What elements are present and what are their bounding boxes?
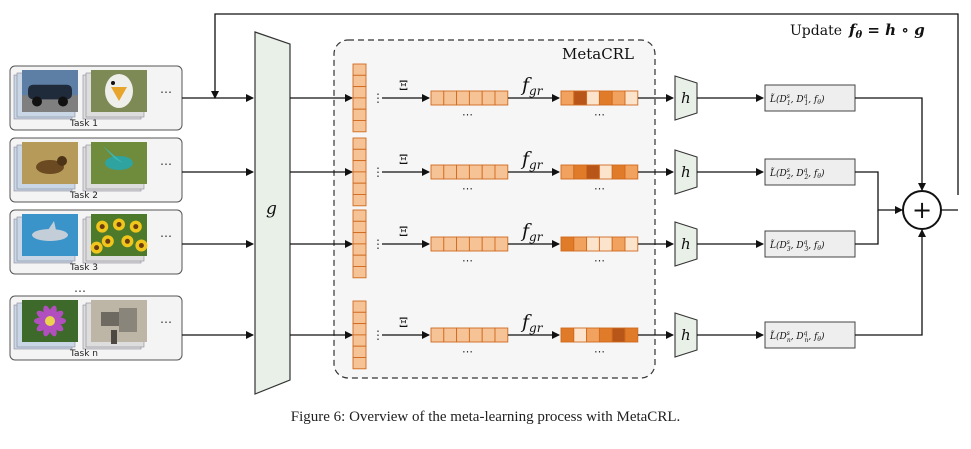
representation-row [430, 236, 509, 252]
representation-column [352, 137, 367, 207]
representation-column [352, 209, 367, 279]
metacrl-label: MetaCRL [562, 45, 634, 63]
xi-label: Ξ [399, 225, 408, 240]
masked-representation [560, 236, 639, 252]
sum-plus-sign: + [912, 196, 932, 224]
h-label: h [681, 89, 691, 107]
loss-box [764, 230, 856, 258]
loss-to-sum-connector [855, 210, 879, 245]
column-vdots: ⋮ [372, 165, 384, 179]
fgr-label: fgr [520, 74, 544, 98]
h-label: h [681, 163, 691, 181]
task-more-ellipsis: ⋯ [160, 85, 172, 99]
flower-photo [22, 300, 78, 342]
task-more-ellipsis: ⋯ [160, 315, 172, 329]
h-head [674, 75, 698, 121]
task-panel-2: ⋯ Task 2 [9, 137, 183, 203]
metacrl-panel [333, 39, 656, 379]
h-label: h [681, 235, 691, 253]
representation-column [352, 63, 367, 133]
masked-representation [560, 327, 639, 343]
loss-to-sum-connector [855, 171, 903, 214]
update-loop-line [211, 13, 959, 195]
masked-ellipsis: ⋯ [594, 254, 605, 267]
task-label: Task 1 [69, 119, 98, 129]
update-label: Update [790, 23, 842, 39]
sunflower-photo [90, 214, 148, 256]
task-panels: ⋯ Task 1 ⋯ Task 2 ⋯ Task 3 ⋯ Task n [9, 65, 183, 361]
loss-box [764, 321, 856, 349]
task-label: Task 2 [69, 191, 98, 201]
h-head [674, 221, 698, 267]
hummingbird-photo [91, 142, 147, 184]
g-encoder [254, 31, 291, 395]
bird-photo [91, 70, 147, 112]
row-ellipsis: ⋯ [462, 254, 473, 267]
xi-label: Ξ [399, 153, 408, 168]
dolphin-photo [22, 214, 78, 256]
task-label: Task n [69, 349, 98, 359]
task-more-ellipsis: ⋯ [160, 229, 172, 243]
h-label: h [681, 326, 691, 344]
figure-caption: Figure 6: Overview of the meta-learning … [290, 409, 681, 425]
masked-ellipsis: ⋯ [594, 108, 605, 121]
column-vdots: ⋮ [372, 237, 384, 251]
xi-label: Ξ [399, 316, 408, 331]
h-head [674, 149, 698, 195]
masked-representation [560, 164, 639, 180]
update-formula: fθ = h ∘ g [848, 21, 925, 41]
masked-representation [560, 90, 639, 106]
task-dots: … [74, 281, 86, 295]
task-panel-3: ⋯ Task 3 [9, 209, 183, 275]
metacrl-diagram: Update fθ = h ∘ g MetaCRL g ⋯ Task 1 ⋯ Task… [9, 13, 959, 395]
loss-to-sum-connector [855, 97, 926, 191]
g-label: g [266, 199, 277, 219]
task-more-ellipsis: ⋯ [160, 157, 172, 171]
representation-row [430, 90, 509, 106]
row-ellipsis: ⋯ [462, 108, 473, 121]
xi-label: Ξ [399, 79, 408, 94]
column-vdots: ⋮ [372, 91, 384, 105]
loss-to-sum-connector [855, 229, 926, 336]
loss-box [764, 84, 856, 112]
sum-circle [902, 190, 942, 230]
task-panel-1: ⋯ Task 1 [9, 65, 183, 131]
machine-photo [91, 300, 147, 344]
h-head [674, 312, 698, 358]
row-ellipsis: ⋯ [462, 345, 473, 358]
fgr-label: fgr [520, 148, 544, 172]
masked-ellipsis: ⋯ [594, 345, 605, 358]
fgr-label: fgr [520, 220, 544, 244]
column-vdots: ⋮ [372, 328, 384, 342]
masked-ellipsis: ⋯ [594, 182, 605, 195]
dog-photo [22, 142, 78, 184]
representation-row [430, 164, 509, 180]
task-panel-4: ⋯ Task n [9, 295, 183, 361]
loss-box [764, 158, 856, 186]
fgr-label: fgr [520, 311, 544, 335]
car-photo [22, 70, 78, 112]
row-ellipsis: ⋯ [462, 182, 473, 195]
representation-column [352, 300, 367, 370]
representation-row [430, 327, 509, 343]
task-label: Task 3 [69, 263, 98, 273]
